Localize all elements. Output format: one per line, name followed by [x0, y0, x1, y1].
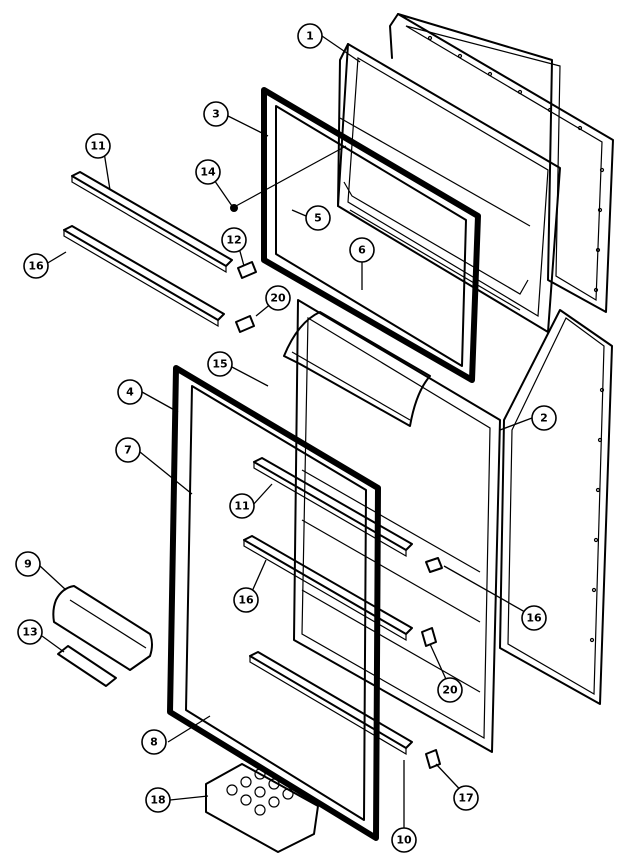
freezer-door-liner: [337, 43, 561, 333]
callout-14: 14: [195, 159, 221, 185]
fresh-food-door-shelves: [243, 457, 443, 769]
callout-19: 18: [145, 787, 171, 813]
callout-number: 17: [458, 792, 473, 805]
callout-5: 5: [305, 205, 331, 231]
callout-20-fresh-food: 20: [437, 677, 463, 703]
callout-1: 1: [297, 23, 323, 49]
callout-3: 3: [203, 101, 229, 127]
breaker-strip: [230, 145, 347, 212]
callout-number: 3: [212, 108, 220, 121]
callout-number: 20: [442, 684, 458, 697]
callout-number: 15: [212, 358, 227, 371]
callout-number: 16: [526, 612, 542, 625]
callout-2: 2: [531, 405, 557, 431]
egg-tray: [205, 763, 319, 853]
callout-number: 16: [238, 594, 254, 607]
callout-number: 4: [126, 386, 134, 399]
freezer-door-gasket: [261, 87, 481, 383]
callout-number: 9: [24, 558, 32, 571]
callout-number: 10: [396, 834, 412, 847]
callout-11-fresh-food: 11: [229, 493, 255, 519]
callout-6: 6: [349, 237, 375, 263]
callout-7: 7: [115, 437, 141, 463]
callout-number: 20: [270, 292, 286, 305]
callout-number: 5: [314, 212, 322, 225]
callout-number: 18: [150, 794, 165, 807]
callout-number: 13: [22, 626, 37, 639]
callout-number: 6: [358, 244, 366, 257]
fresh-food-door-panel: [499, 309, 613, 705]
callout-number: 14: [200, 166, 216, 179]
callout-15: 15: [207, 351, 233, 377]
callout-18: 16: [233, 587, 259, 613]
callout-17: 17: [453, 785, 479, 811]
freezer-door-shelves: [63, 171, 257, 333]
callout-4: 4: [117, 379, 143, 405]
callout-number: 12: [226, 234, 241, 247]
callout-number: 11: [234, 500, 249, 513]
callout-number: 16: [28, 260, 44, 273]
callout-number: 11: [90, 140, 105, 153]
callout-number: 7: [124, 444, 132, 457]
callout-20-freezer: 20: [265, 285, 291, 311]
callout-number: 8: [150, 736, 158, 749]
callout-13: 13: [17, 619, 43, 645]
fresh-food-door-gasket: [167, 365, 381, 841]
fresh-food-door-liner: [283, 299, 501, 753]
callout-number: 2: [540, 412, 548, 425]
callout-11-freezer: 11: [85, 133, 111, 159]
callout-16-fresh-food: 16: [521, 605, 547, 631]
callout-10: 10: [391, 827, 417, 853]
callout-number: 1: [306, 30, 314, 43]
callout-9: 9: [15, 551, 41, 577]
callout-8: 8: [141, 729, 167, 755]
callout-12: 12: [221, 227, 247, 253]
callout-16-freezer: 16: [23, 253, 49, 279]
freezer-door-panel: [389, 13, 614, 313]
leader-lines: [39, 35, 533, 840]
butter-compartment: [52, 585, 153, 687]
